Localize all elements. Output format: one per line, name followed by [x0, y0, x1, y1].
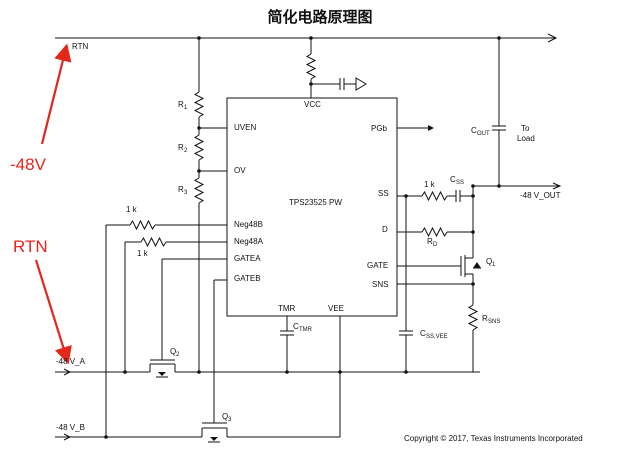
cout-sub: OUT — [477, 131, 490, 137]
pin-d: D — [382, 225, 388, 234]
pin-vcc: VCC — [304, 100, 321, 109]
ctmr-sub: TMR — [299, 327, 313, 333]
to-load-line2: Load — [517, 134, 535, 143]
rsns-sub: SNS — [488, 319, 500, 325]
rsns-label: R — [482, 314, 488, 323]
d-network: R D — [397, 226, 473, 248]
pin-gateb: GATEB — [234, 274, 261, 283]
ss-network: 1 k C SS C SS,VEE — [397, 175, 473, 372]
r2-label: R — [178, 143, 184, 152]
cout-load: C OUT To Load — [471, 38, 535, 188]
q2-mosfet: Q 2 — [149, 347, 180, 378]
vout-label: -48 V_OUT — [520, 191, 561, 200]
to-load-line1: To — [521, 124, 530, 133]
cout-label: C — [471, 126, 477, 135]
css-label: C — [450, 175, 456, 184]
red-annotations: -48V RTN — [10, 43, 72, 365]
q3-mosfet: Q 3 — [201, 412, 232, 443]
output-q1: -48 V_OUT Q 1 R SNS — [397, 182, 562, 372]
ic-name: TPS23525 PW — [289, 198, 342, 207]
pin-gate: GATE — [367, 261, 388, 270]
tmr-vee: C TMR — [280, 316, 341, 437]
pin-uven: UVEN — [234, 123, 256, 132]
css-sub: SS — [456, 180, 464, 186]
pin-sns: SNS — [372, 280, 388, 289]
rd-label: R — [427, 237, 433, 246]
pin-vee: VEE — [328, 304, 344, 313]
ra-label: 1 k — [137, 249, 149, 258]
r2-sub: 2 — [184, 148, 188, 154]
minus48v-annotation: -48V — [10, 155, 47, 174]
q1-label: Q — [486, 257, 492, 266]
q2-label: Q — [170, 347, 176, 356]
v48b-label: -48 V_B — [56, 423, 85, 432]
gate-lines — [161, 258, 227, 422]
v48a-rail: -48 V_A — [55, 357, 480, 376]
diagram-title: 简化电路原理图 — [267, 8, 372, 26]
q2-sub: 2 — [176, 352, 180, 358]
q3-sub: 3 — [228, 417, 232, 423]
ctmr-label: C — [293, 322, 299, 331]
pin-gatea: GATEA — [234, 254, 261, 263]
r3-sub: 3 — [184, 190, 188, 196]
divider-resistors: R 1 R 2 R 3 — [178, 38, 227, 372]
rd-sub: D — [433, 242, 438, 248]
rtn-label: RTN — [72, 42, 89, 51]
pin-neg48b: Neg48B — [234, 220, 263, 229]
pin-pgb: PGb — [371, 124, 388, 133]
pin-tmr: TMR — [278, 304, 296, 313]
v48a-label: -48 V_A — [56, 357, 86, 366]
rb-label: 1 k — [126, 205, 138, 214]
rtn-annotation: RTN — [13, 237, 48, 256]
input-resistors: 1 k 1 k — [105, 205, 227, 437]
q3-label: Q — [222, 412, 228, 421]
vcc-network — [305, 38, 367, 98]
cssvee-label: C — [420, 329, 426, 338]
pin-ov: OV — [234, 166, 246, 175]
r1-label: R — [178, 100, 184, 109]
r3-label: R — [178, 185, 184, 194]
v48b-rail: -48 V_B — [55, 423, 340, 441]
ic-tps23525: TPS23525 PW VCC UVEN OV Neg48B Neg48A GA… — [226, 97, 398, 317]
rss-label: 1 k — [424, 180, 436, 189]
q1-sub: 1 — [492, 262, 496, 268]
pin-neg48a: Neg48A — [234, 237, 264, 246]
rtn-rail: RTN — [55, 33, 558, 51]
pin-ss: SS — [378, 189, 389, 198]
r1-sub: 1 — [184, 105, 188, 111]
cssvee-sub: SS,VEE — [426, 334, 448, 340]
copyright: Copyright © 2017, Texas Instruments Inco… — [404, 434, 583, 443]
